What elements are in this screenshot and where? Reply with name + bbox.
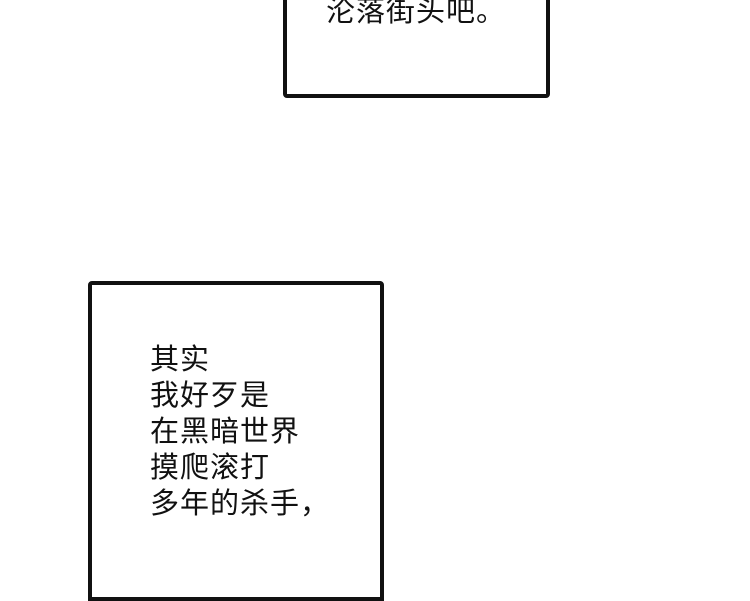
top-caption-line-1: 沦落街头吧。 — [326, 0, 507, 28]
bottom-caption-text: 其实 我好歹是 在黑暗世界 摸爬滚打 多年的杀手， — [150, 341, 330, 521]
bottom-caption-line-5: 多年的杀手， — [150, 486, 331, 520]
bottom-caption-line-3: 在黑暗世界 — [150, 414, 301, 448]
bottom-caption-line-4: 摸爬滚打 — [150, 450, 271, 484]
speech-panel-bottom: 其实 我好歹是 在黑暗世界 摸爬滚打 多年的杀手， — [88, 281, 384, 601]
bottom-caption-line-2: 我好歹是 — [150, 378, 271, 412]
speech-panel-top: 沦落街头吧。 — [283, 0, 550, 98]
bottom-caption-line-1: 其实 — [150, 342, 211, 376]
